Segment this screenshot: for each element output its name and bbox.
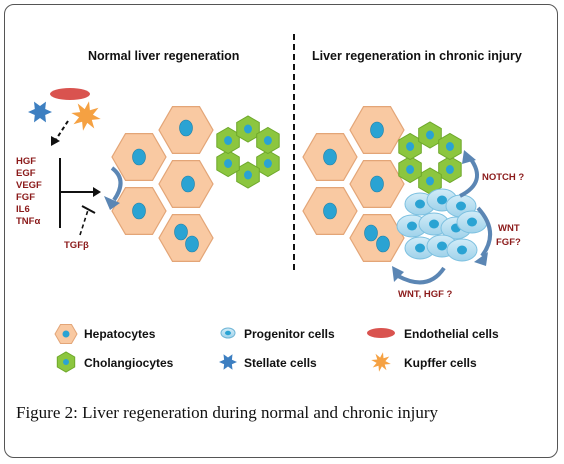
legend-hepatocyte-nucleus: [62, 330, 70, 338]
cholangiocyte-nucleus: [263, 136, 272, 145]
liver-regeneration-diagram: Normal liver regeneration Liver regenera…: [16, 34, 524, 373]
cholangiocyte-nucleus: [263, 159, 272, 168]
cholangiocyte-nucleus: [445, 142, 454, 151]
legend-cholangiocyte-nucleus: [63, 359, 69, 365]
cholangiocyte-nucleus: [406, 165, 415, 174]
tgfb-inhibition-line: [79, 209, 89, 236]
fgf-label: FGF?: [496, 237, 521, 248]
tgfb-inhibition-bar: [81, 205, 96, 214]
factor-activation-arrowhead: [93, 187, 101, 197]
hepatocyte-nucleus: [132, 202, 146, 220]
right-hepatocyte-cluster: [302, 105, 405, 262]
progenitor-nucleus: [429, 219, 439, 229]
legend-hepatocytes-label: Hepatocytes: [84, 327, 156, 341]
wnt-hgf-arrow: [397, 266, 446, 285]
progenitor-nucleus: [456, 201, 466, 211]
hepatocyte-nucleus: [370, 175, 384, 193]
notch-label: NOTCH ?: [482, 172, 524, 183]
endothelial-cell: [50, 88, 90, 100]
legend-progenitor-nucleus: [225, 330, 231, 336]
cholangiocyte-nucleus: [244, 124, 252, 134]
progenitor-nucleus: [415, 199, 425, 209]
hepatocyte-nucleus: [174, 223, 188, 241]
growth-factor-label: VEGF: [16, 180, 42, 191]
progenitor-nucleus: [407, 221, 417, 231]
cholangiocyte-nucleus: [426, 130, 434, 140]
hepatocyte: [349, 214, 405, 262]
hepatocyte-nucleus: [323, 148, 337, 166]
legend-progenitor-label: Progenitor cells: [244, 327, 335, 341]
legend-stellate-icon: [219, 354, 237, 370]
growth-factor-label: IL6: [16, 204, 30, 215]
progenitor-nucleus: [415, 243, 425, 253]
wnt-fgf-arrow: [476, 206, 492, 258]
legend-kupffer-label: Kupffer cells: [404, 356, 477, 370]
legend-endothelial-icon: [367, 328, 395, 338]
cholangiocyte-nucleus: [224, 136, 233, 145]
left-proliferation-arrowhead: [104, 196, 120, 210]
figure-caption: Figure 2: Liver regeneration during norm…: [16, 403, 439, 422]
legend-endothelial-label: Endothelial cells: [404, 327, 499, 341]
right-cholangiocyte-ring: [398, 121, 462, 195]
growth-factor-label: HGF: [16, 156, 36, 167]
cholangiocyte-nucleus: [224, 159, 233, 168]
hepatocyte-nucleus: [323, 202, 337, 220]
hepatocyte-nucleus: [376, 235, 390, 253]
stellate-cell: [28, 101, 52, 123]
hepatocyte-nucleus: [132, 148, 146, 166]
factor-release-arrow: [54, 120, 69, 142]
notch-arrow: [459, 156, 480, 198]
wnt-hgf-label: WNT, HGF ?: [398, 289, 453, 300]
kupffer-cell: [71, 101, 101, 131]
cholangiocyte-nucleus: [244, 170, 252, 180]
left-proliferation-arrow: [110, 166, 123, 202]
notch-arrowhead: [462, 150, 476, 164]
hepatocyte-nucleus: [179, 119, 193, 137]
factor-release-arrowhead: [51, 136, 60, 146]
progenitor-nucleus: [467, 217, 477, 227]
legend: Hepatocytes Progenitor cells Endothelial…: [54, 324, 499, 373]
progenitor-cell-cluster: [396, 188, 488, 262]
wnt-hgf-arrowhead: [392, 266, 404, 282]
hepatocyte-nucleus: [181, 175, 195, 193]
tgfb-label: TGFβ: [64, 240, 89, 251]
progenitor-nucleus: [457, 245, 467, 255]
legend-stellate-label: Stellate cells: [244, 356, 317, 370]
hepatocyte: [158, 214, 214, 262]
cholangiocyte-nucleus: [426, 176, 434, 186]
progenitor-nucleus: [437, 195, 447, 205]
wnt-label: WNT: [498, 223, 520, 234]
legend-kupffer-icon: [371, 352, 391, 372]
right-panel-title: Liver regeneration in chronic injury: [312, 49, 522, 63]
left-cholangiocyte-ring: [216, 115, 280, 189]
growth-factor-label: FGF: [16, 192, 35, 203]
left-hepatocyte-cluster: [111, 105, 214, 262]
cholangiocyte-nucleus: [406, 142, 415, 151]
progenitor-nucleus: [437, 241, 447, 251]
growth-factor-label: EGF: [16, 168, 36, 179]
growth-factor-label: TNFα: [16, 216, 40, 227]
hepatocyte-nucleus: [370, 121, 384, 139]
hepatocyte-nucleus: [185, 235, 199, 253]
cholangiocyte-nucleus: [445, 165, 454, 174]
legend-cholangiocytes-label: Cholangiocytes: [84, 356, 174, 370]
left-panel-title: Normal liver regeneration: [88, 49, 239, 63]
hepatocyte-nucleus: [364, 224, 378, 242]
wnt-fgf-arrowhead: [474, 252, 488, 266]
